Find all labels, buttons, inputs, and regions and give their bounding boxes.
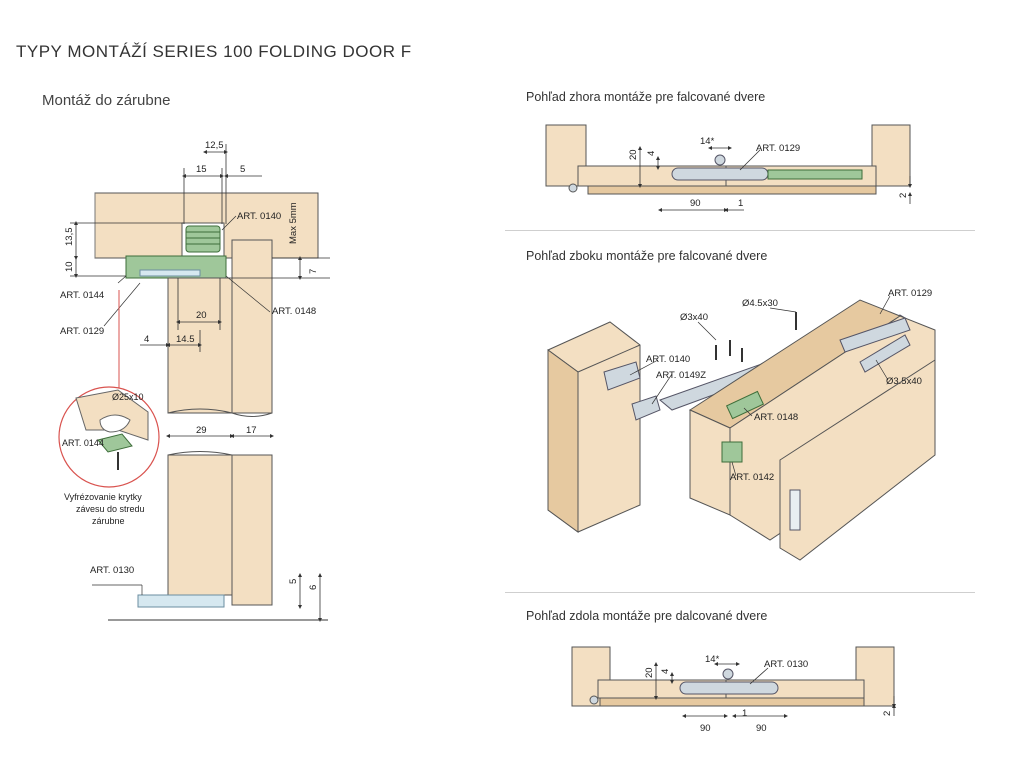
top-dim-2: 2 [898,193,909,198]
side-hinge [789,489,801,531]
separator-2 [505,592,975,593]
top-view-caption: Pohľad zhora montáže pre falcované dvere [526,90,766,104]
separator-1 [505,230,975,231]
dim-20: 20 [196,310,207,321]
dim-5-top: 5 [240,164,245,175]
left-frame-mount-diagram: 12,5 15 5 13,5 10 Max 5mm 7 20 4 14.5 29… [58,140,330,622]
dim-13-5: 13,5 [64,228,75,247]
art-0130-pivot [137,594,225,608]
label-art-0140: ART. 0140 [237,211,281,222]
bottom-dim-20: 20 [644,667,655,678]
dim-5-bottom: 5 [288,579,299,584]
dim-12-5: 12,5 [205,140,224,151]
dim-17: 17 [246,425,257,436]
top-view-diagram: 20 4 14* 90 1 2 ART. 0129 [545,124,912,212]
side-art-0140 [603,361,641,391]
dim-10: 10 [64,261,75,272]
detail-note-2: závesu do stredu [76,504,145,514]
label-art-0130: ART. 0130 [90,565,134,576]
bottom-dim-2: 2 [882,711,893,716]
side-view-caption: Pohľad zboku montáže pre falcované dvere [526,249,768,263]
top-dim-20: 20 [628,149,639,160]
side-art-0142 [721,441,743,463]
top-dim-1: 1 [738,198,743,209]
bottom-dim-1: 1 [742,708,747,719]
side-label-art-0148: ART. 0148 [754,412,798,423]
top-art-0129 [671,167,769,181]
detail-note-1: Vyfrézovanie krytky [64,492,142,502]
label-art-0129: ART. 0129 [60,326,104,337]
dim-4: 4 [144,334,149,345]
dim-15: 15 [196,164,207,175]
art-0129-track [139,269,201,277]
top-label-art-0129: ART. 0129 [756,143,800,154]
side-view-diagram: Ø3x40 Ø4.5x30 ART. 0129 ART. 0140 ART. 0… [547,288,936,561]
side-door-leaf-3 [779,359,936,561]
page-title: TYPY MONTÁŽÍ SERIES 100 FOLDING DOOR F [16,42,412,61]
bottom-dim-90a: 90 [700,723,711,734]
side-label-art-0129: ART. 0129 [888,288,932,299]
bottom-art-0130 [679,681,779,695]
bottom-label-art-0130: ART. 0130 [764,659,808,670]
dim-7: 7 [308,269,319,274]
dim-6: 6 [308,585,319,590]
top-dim-90: 90 [690,198,701,209]
door-leaf-1-bottom [167,454,233,596]
door-leaf-2-bottom [231,454,273,606]
detail-art-0144: ART. 0144 [62,438,104,448]
dim-29: 29 [196,425,207,436]
bottom-dim-4: 4 [660,669,671,674]
side-art-0148 [725,390,765,420]
side-label-art-0140: ART. 0140 [646,354,690,365]
side-label-art-0142: ART. 0142 [730,472,774,483]
side-label-d45x30: Ø4.5x30 [742,298,778,309]
side-label-d3x40: Ø3x40 [680,312,708,323]
door-leaf-2-top [231,239,273,414]
bottom-dim-90b: 90 [756,723,767,734]
dim-14-5: 14.5 [176,334,195,345]
top-dim-14: 14* [700,136,715,147]
left-subtitle: Montáž do zárubne [42,92,171,109]
label-art-0144: ART. 0144 [60,290,104,301]
bottom-view-diagram: 20 4 14* 90 1 90 2 ART. 0130 [571,646,896,734]
side-label-art-0149z: ART. 0149Z [656,370,706,381]
detail-diameter: Ø25x10 [112,392,144,402]
top-dim-4: 4 [646,151,657,156]
dim-max-5mm: Max 5mm [288,202,299,244]
side-art-0129 [839,317,911,353]
detail-note-3: zárubne [92,516,125,526]
label-art-0148: ART. 0148 [272,306,316,317]
bottom-view-caption: Pohľad zdola montáže pre dalcované dvere [526,609,768,623]
bottom-dim-14: 14* [705,654,720,665]
side-label-d35x40: Ø3.5x40 [886,376,922,387]
detail-circle-art-0144: Ø25x10 ART. 0144 [58,386,160,488]
